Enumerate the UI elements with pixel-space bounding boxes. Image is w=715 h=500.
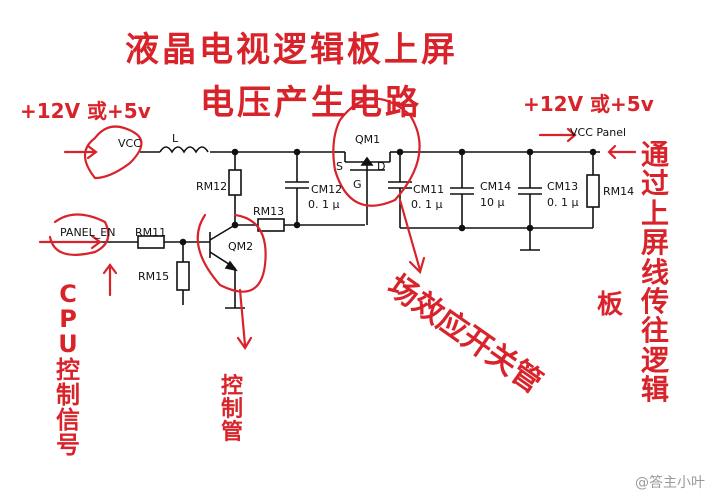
label-rm13: RM13	[253, 205, 285, 218]
label-cm14-value: 10 μ	[480, 196, 505, 209]
label-rm12: RM12	[196, 180, 228, 193]
title-line-1: 液晶电视逻辑板上屏	[125, 30, 458, 70]
label-inductor: L	[172, 132, 179, 145]
title-line-2: 电压产生电路	[200, 83, 422, 123]
cpu-signal-annotation: C P U 控 制 信 号	[56, 280, 80, 460]
label-rm11: RM11	[135, 226, 167, 239]
label-rm14: RM14	[603, 185, 635, 198]
board-annotation: 板	[596, 290, 623, 320]
watermark: @答主小叶	[635, 475, 705, 491]
label-d: D	[377, 160, 386, 173]
label-cm11-value: 0. 1 μ	[411, 198, 443, 211]
label-cm12: CM12	[311, 183, 343, 196]
right-voltage-annotation: +12V 或+5v	[523, 92, 654, 116]
label-vcc-left: VCC	[118, 137, 141, 150]
label-cm11: CM11	[413, 183, 445, 196]
label-s: S	[336, 160, 343, 173]
label-cm13: CM13	[547, 180, 579, 193]
label-vcc-right: VCC Panel	[570, 126, 627, 139]
control-tube-annotation: 控 制 管	[220, 374, 243, 446]
label-cm12-value: 0. 1 μ	[308, 198, 340, 211]
label-panel-en: PANEL_EN	[60, 226, 116, 239]
label-g: G	[353, 178, 362, 191]
panel-line-annotation: 通 过 上 屏 线 传 往 逻 辑	[640, 138, 669, 407]
label-qm2: QM2	[228, 240, 254, 253]
left-voltage-annotation: +12V 或+5v	[20, 99, 151, 123]
label-cm13-value: 0. 1 μ	[547, 196, 579, 209]
label-rm15: RM15	[138, 270, 170, 283]
label-cm14: CM14	[480, 180, 512, 193]
label-qm1: QM1	[355, 133, 381, 146]
